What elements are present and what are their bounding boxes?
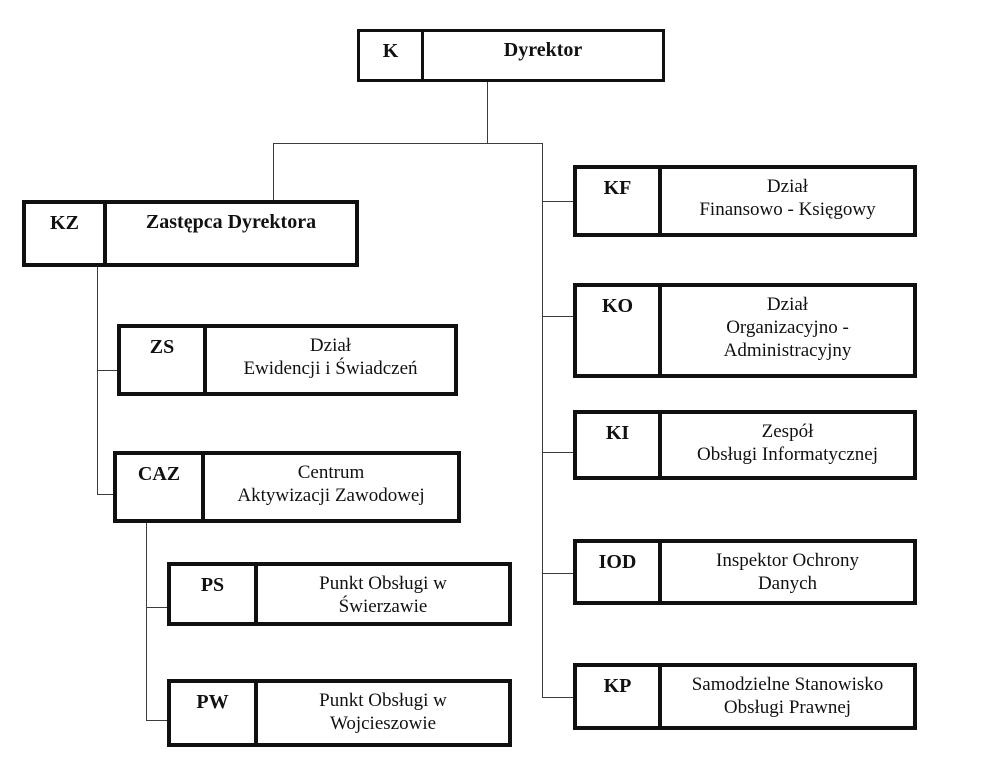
org-node-dyrektor-code: K bbox=[360, 32, 424, 79]
connector-kf-stub bbox=[542, 201, 573, 202]
connector-zs-stub bbox=[97, 370, 117, 371]
org-node-kp-code: KP bbox=[577, 667, 662, 726]
connector-kz-spine bbox=[97, 267, 98, 495]
connector-kp-stub bbox=[542, 697, 573, 698]
org-node-punkt-wojcieszow: PW Punkt Obsługi w Wojcieszowie bbox=[167, 679, 512, 747]
org-node-kf-code: KF bbox=[577, 169, 662, 233]
connector-dyrektor-drop bbox=[487, 82, 488, 144]
org-node-ki-code: KI bbox=[577, 414, 662, 476]
org-node-inspektor-ochrony-danych: IOD Inspektor Ochrony Danych bbox=[573, 539, 917, 605]
org-node-punkt-swierzawa: PS Punkt Obsługi w Świerzawie bbox=[167, 562, 512, 626]
org-node-iod-label: Inspektor Ochrony Danych bbox=[716, 550, 859, 594]
org-node-ps-label: Punkt Obsługi w Świerzawie bbox=[319, 573, 447, 617]
connector-right-spine bbox=[542, 143, 543, 698]
connector-pw-stub bbox=[146, 720, 167, 721]
org-node-ki-label: Zespół Obsługi Informatycznej bbox=[697, 421, 878, 465]
connector-caz-spine bbox=[146, 523, 147, 721]
org-node-zs-code: ZS bbox=[121, 328, 207, 392]
connector-ki-stub bbox=[542, 452, 573, 453]
org-node-kf-label: Dział Finansowo - Księgowy bbox=[699, 176, 876, 220]
org-node-ps-code: PS bbox=[171, 566, 258, 622]
org-node-stanowisko-obslugi-prawnej: KP Samodzielne Stanowisko Obsługi Prawne… bbox=[573, 663, 917, 730]
org-node-dzial-ewidencji: ZS Dział Ewidencji i Świadczeń bbox=[117, 324, 458, 396]
connector-iod-stub bbox=[542, 573, 573, 574]
org-node-dyrektor: K Dyrektor bbox=[357, 29, 665, 82]
org-node-zespol-obslugi-informatycznej: KI Zespół Obsługi Informatycznej bbox=[573, 410, 917, 480]
org-node-zs-label: Dział Ewidencji i Świadczeń bbox=[243, 335, 418, 379]
org-node-ko-label: Dział Organizacyjno - Administracyjny bbox=[723, 294, 852, 361]
connector-ps-stub bbox=[146, 607, 167, 608]
org-node-ko-code: KO bbox=[577, 287, 662, 374]
org-node-pw-label: Punkt Obsługi w Wojcieszowie bbox=[319, 690, 447, 734]
connector-kz-drop bbox=[273, 143, 274, 200]
org-node-zastepca-label: Zastępca Dyrektora bbox=[145, 211, 317, 233]
org-node-caz-label: Centrum Aktywizacji Zawodowej bbox=[237, 462, 425, 506]
org-node-caz-code: CAZ bbox=[117, 455, 205, 519]
org-node-zastepca-code: KZ bbox=[26, 204, 107, 263]
org-node-zastepca-dyrektora: KZ Zastępca Dyrektora bbox=[22, 200, 359, 267]
connector-main-horizontal bbox=[273, 143, 543, 144]
org-node-dzial-organizacyjno-administracyjny: KO Dział Organizacyjno - Administracyjny bbox=[573, 283, 917, 378]
org-node-dzial-finansowo-ksiegowy: KF Dział Finansowo - Księgowy bbox=[573, 165, 917, 237]
connector-caz-stub bbox=[97, 494, 113, 495]
org-node-centrum-aktywizacji: CAZ Centrum Aktywizacji Zawodowej bbox=[113, 451, 461, 523]
org-node-kp-label: Samodzielne Stanowisko Obsługi Prawnej bbox=[691, 674, 884, 718]
connector-ko-stub bbox=[542, 316, 573, 317]
org-node-iod-code: IOD bbox=[577, 543, 662, 601]
org-node-pw-code: PW bbox=[171, 683, 258, 743]
org-node-dyrektor-label: Dyrektor bbox=[503, 39, 583, 61]
